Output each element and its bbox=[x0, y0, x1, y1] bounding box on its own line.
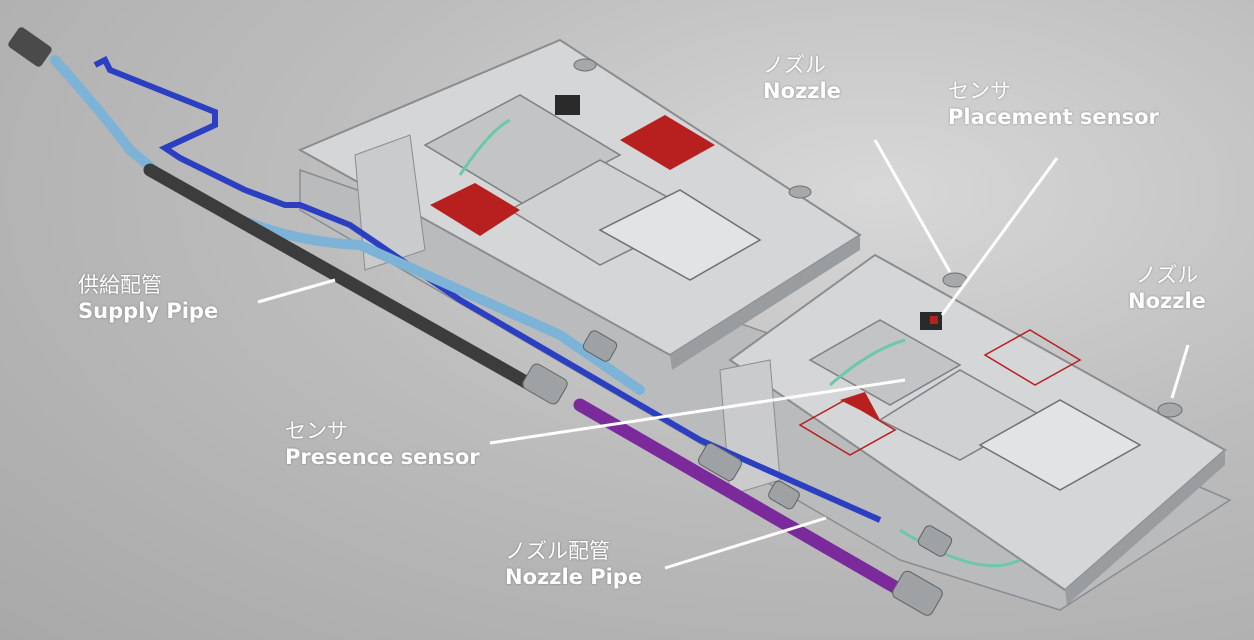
plate-right-edge bbox=[1065, 450, 1225, 605]
label-supply-pipe-jp: 供給配管 bbox=[78, 273, 162, 297]
plate-left-edge bbox=[670, 235, 860, 370]
fitting-3 bbox=[698, 442, 742, 482]
label-presence-sensor-en: Presence sensor bbox=[285, 445, 480, 470]
leader-nozzle-pipe bbox=[664, 516, 827, 570]
supply-connector bbox=[8, 27, 52, 67]
label-nozzle-pipe-en: Nozzle Pipe bbox=[505, 565, 643, 590]
label-presence-sensor-jp: センサ bbox=[285, 419, 348, 443]
label-nozzle-pipe: ノズル配管 Nozzle Pipe bbox=[505, 538, 642, 591]
label-nozzle-top: ノズル Nozzle bbox=[763, 52, 841, 105]
red-outline-2 bbox=[798, 399, 897, 456]
leader-nozzle-right bbox=[1170, 344, 1190, 399]
label-placement-sensor-en: Placement sensor bbox=[948, 105, 1159, 130]
green-hose-1 bbox=[458, 118, 511, 176]
label-supply-pipe: 供給配管 Supply Pipe bbox=[78, 272, 218, 325]
red-pad-2 bbox=[430, 183, 520, 236]
leader-presence-sensor bbox=[489, 378, 906, 445]
sensor-small-red bbox=[930, 316, 938, 324]
label-nozzle-pipe-jp: ノズル配管 bbox=[505, 539, 610, 563]
fitting-1 bbox=[522, 363, 568, 405]
nozzle-pipe-fitting bbox=[892, 570, 943, 616]
fitting-5 bbox=[917, 525, 953, 557]
blue-tube bbox=[93, 55, 882, 523]
plate-left-slot bbox=[598, 189, 762, 281]
sensor-block-top bbox=[555, 95, 580, 115]
dark-supply-pipe bbox=[143, 163, 547, 397]
nozzle-boss-2 bbox=[1157, 402, 1183, 418]
label-nozzle-right-en: Nozzle bbox=[1128, 289, 1206, 314]
fitting-2 bbox=[582, 330, 618, 362]
label-placement-sensor-jp: センサ bbox=[948, 79, 1011, 103]
label-placement-sensor: センサ Placement sensor bbox=[948, 78, 1159, 131]
label-nozzle-right-jp: ノズル bbox=[1135, 263, 1199, 287]
nozzle-boss-3 bbox=[788, 185, 812, 199]
leader-supply-pipe bbox=[257, 278, 336, 304]
leader-nozzle-top bbox=[873, 139, 952, 273]
nozzle-boss-4 bbox=[573, 58, 597, 72]
fitting-4 bbox=[768, 480, 800, 510]
green-hose-3 bbox=[899, 528, 1021, 568]
label-nozzle-top-en: Nozzle bbox=[763, 79, 841, 104]
leader-placement-sensor bbox=[940, 157, 1059, 316]
red-outline-1 bbox=[983, 329, 1082, 386]
label-nozzle-top-jp: ノズル bbox=[763, 53, 826, 77]
purple-nozzle-pipe bbox=[573, 398, 907, 597]
green-hose-2 bbox=[829, 338, 906, 387]
plate-right-slot bbox=[978, 399, 1142, 491]
plate-right-window-1 bbox=[808, 319, 962, 406]
red-pad-1 bbox=[620, 115, 715, 170]
label-supply-pipe-en: Supply Pipe bbox=[78, 299, 219, 324]
red-pad-3 bbox=[840, 392, 880, 420]
label-presence-sensor: センサ Presence sensor bbox=[285, 418, 480, 471]
label-nozzle-right: ノズル Nozzle bbox=[1128, 262, 1206, 315]
